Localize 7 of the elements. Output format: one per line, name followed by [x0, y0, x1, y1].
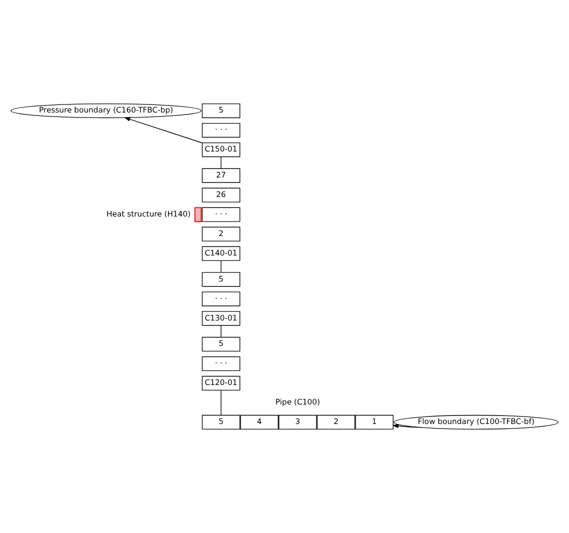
node-bar [194, 207, 202, 222]
connector [220, 260, 222, 273]
connector [220, 325, 222, 338]
arrow [392, 424, 422, 428]
arrow [124, 117, 202, 144]
connector [220, 156, 222, 169]
connector [220, 390, 222, 416]
